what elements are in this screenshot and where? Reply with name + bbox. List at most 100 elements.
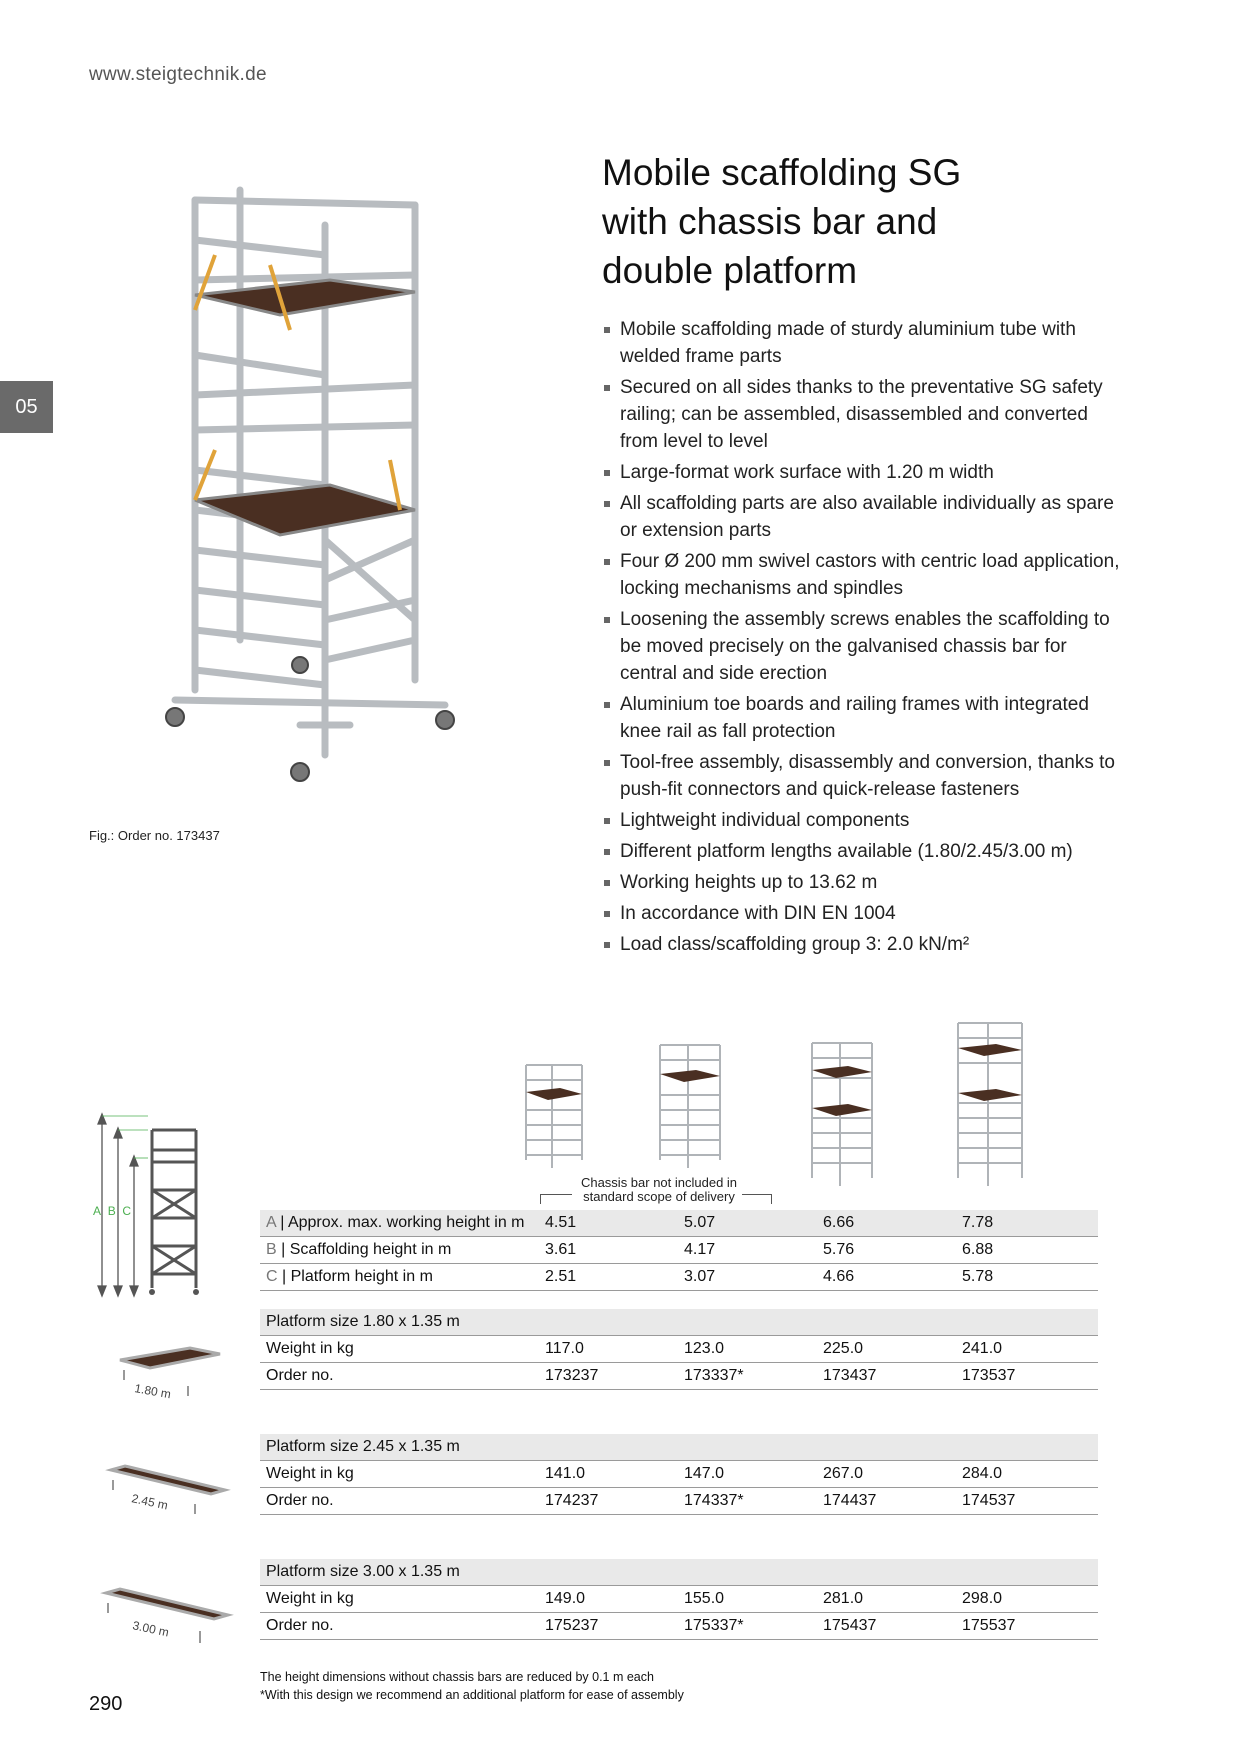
scaffold-product-image	[165, 186, 455, 782]
table-cell: 174337*	[678, 1487, 817, 1515]
table-cell: 117.0	[539, 1335, 678, 1363]
table-row: Platform size 1.80 x 1.35 m	[260, 1309, 1098, 1336]
table-cell: 123.0	[678, 1335, 817, 1363]
feature-item: Load class/scaffolding group 3: 2.0 kN/m…	[604, 931, 1124, 958]
feature-list: Mobile scaffolding made of sturdy alumin…	[604, 316, 1124, 962]
table-cell: 173437	[817, 1362, 956, 1390]
platform-180-image: 1.80 m	[119, 1346, 221, 1400]
row-label: Order no.	[260, 1362, 539, 1390]
dimension-label-a: A	[93, 1204, 102, 1218]
table-row: Order no. 175237 175337* 175437 175537	[260, 1612, 1098, 1640]
table-cell: 174437	[817, 1487, 956, 1515]
table-cell: 7.78	[956, 1210, 1098, 1237]
footnote: *With this design we recommend an additi…	[260, 1688, 684, 1702]
table-cell: 175537	[956, 1612, 1098, 1640]
table-cell: 155.0	[678, 1585, 817, 1613]
table-row: Weight in kg 141.0 147.0 267.0 284.0	[260, 1460, 1098, 1488]
page-title: Mobile scaffolding SG with chassis bar a…	[602, 148, 961, 295]
dimension-label-c: C	[122, 1204, 132, 1218]
chassis-note-line: standard scope of delivery	[583, 1189, 735, 1204]
feature-item: Large-format work surface with 1.20 m wi…	[604, 459, 1124, 486]
row-label: Weight in kg	[260, 1460, 539, 1488]
table-row: Weight in kg 117.0 123.0 225.0 241.0	[260, 1335, 1098, 1363]
row-label: B | Scaffolding height in m	[260, 1236, 539, 1264]
row-label: A | Approx. max. working height in m	[260, 1210, 539, 1237]
table-row: A | Approx. max. working height in m 4.5…	[260, 1210, 1098, 1237]
table-cell: 3.61	[539, 1236, 678, 1264]
website-url: www.steigtechnik.de	[89, 64, 267, 85]
table-cell: 173337*	[678, 1362, 817, 1390]
dimension-labels: A B C	[93, 1204, 131, 1218]
row-label: Weight in kg	[260, 1335, 539, 1363]
feature-item: Working heights up to 13.62 m	[604, 869, 1124, 896]
platform-size-label: Platform size 3.00 x 1.35 m	[260, 1559, 1098, 1586]
table-row: B | Scaffolding height in m 3.61 4.17 5.…	[260, 1236, 1098, 1264]
platform-size-label: Platform size 2.45 x 1.35 m	[260, 1434, 1098, 1461]
table-cell: 284.0	[956, 1460, 1098, 1488]
table-cell: 149.0	[539, 1585, 678, 1613]
table-cell: 3.07	[678, 1263, 817, 1291]
table-cell: 5.07	[678, 1210, 817, 1237]
table-cell: 281.0	[817, 1585, 956, 1613]
table-cell: 175237	[539, 1612, 678, 1640]
table-row: C | Platform height in m 2.51 3.07 4.66 …	[260, 1263, 1098, 1291]
platform-table-300: Platform size 3.00 x 1.35 m Weight in kg…	[260, 1559, 1098, 1640]
feature-item: In accordance with DIN EN 1004	[604, 900, 1124, 927]
platform-table-245: Platform size 2.45 x 1.35 m Weight in kg…	[260, 1434, 1098, 1515]
note-bracket-right-tick	[771, 1194, 772, 1204]
table-cell: 5.78	[956, 1263, 1098, 1291]
row-label: Order no.	[260, 1612, 539, 1640]
table-cell: 298.0	[956, 1585, 1098, 1613]
feature-item: Different platform lengths available (1.…	[604, 838, 1124, 865]
platform-length-label: 1.80 m	[133, 1381, 172, 1400]
feature-item: Tool-free assembly, disassembly and conv…	[604, 749, 1124, 803]
table-cell: 174537	[956, 1487, 1098, 1515]
table-cell: 225.0	[817, 1335, 956, 1363]
scaffold-variant-1-image	[525, 1064, 583, 1168]
page-number: 290	[89, 1693, 123, 1715]
feature-item: All scaffolding parts are also available…	[604, 490, 1124, 544]
table-cell: 4.66	[817, 1263, 956, 1291]
table-row: Order no. 173237 173337* 173437 173537	[260, 1362, 1098, 1390]
platform-300-image: 3.00 m	[100, 1587, 234, 1643]
table-cell: 141.0	[539, 1460, 678, 1488]
note-bracket-right	[742, 1194, 772, 1195]
figure-caption: Fig.: Order no. 173437	[89, 828, 220, 843]
feature-item: Secured on all sides thanks to the preve…	[604, 374, 1124, 455]
section-tab: 05	[0, 381, 53, 433]
table-row: Weight in kg 149.0 155.0 281.0 298.0	[260, 1585, 1098, 1613]
table-cell: 147.0	[678, 1460, 817, 1488]
platform-table-180: Platform size 1.80 x 1.35 m Weight in kg…	[260, 1309, 1098, 1390]
table-cell: 4.51	[539, 1210, 678, 1237]
dimension-label-b: B	[107, 1204, 116, 1218]
table-cell: 173237	[539, 1362, 678, 1390]
table-cell: 5.76	[817, 1236, 956, 1264]
row-label: C | Platform height in m	[260, 1263, 539, 1291]
row-label: Weight in kg	[260, 1585, 539, 1613]
table-cell: 6.66	[817, 1210, 956, 1237]
note-bracket-left-tick	[540, 1194, 541, 1204]
feature-item: Loosening the assembly screws enables th…	[604, 606, 1124, 687]
platform-size-label: Platform size 1.80 x 1.35 m	[260, 1309, 1098, 1336]
feature-item: Four Ø 200 mm swivel castors with centri…	[604, 548, 1124, 602]
table-cell: 175337*	[678, 1612, 817, 1640]
table-cell: 241.0	[956, 1335, 1098, 1363]
feature-item: Mobile scaffolding made of sturdy alumin…	[604, 316, 1124, 370]
height-table: A | Approx. max. working height in m 4.5…	[260, 1210, 1098, 1291]
footnote: The height dimensions without chassis ba…	[260, 1670, 654, 1684]
chassis-note: Chassis bar not included in standard sco…	[534, 1176, 784, 1204]
table-row: Platform size 3.00 x 1.35 m	[260, 1559, 1098, 1586]
table-row: Platform size 2.45 x 1.35 m	[260, 1434, 1098, 1461]
feature-item: Lightweight individual components	[604, 807, 1124, 834]
row-label: Order no.	[260, 1487, 539, 1515]
table-row: Order no. 174237 174337* 174437 174537	[260, 1487, 1098, 1515]
title-line: with chassis bar and	[602, 201, 938, 242]
chassis-note-line: Chassis bar not included in	[580, 1175, 738, 1190]
dimension-diagram	[97, 1112, 199, 1298]
feature-item: Aluminium toe boards and railing frames …	[604, 691, 1124, 745]
table-cell: 175437	[817, 1612, 956, 1640]
table-cell: 173537	[956, 1362, 1098, 1390]
platform-length-label: 2.45 m	[130, 1491, 169, 1512]
table-cell: 174237	[539, 1487, 678, 1515]
table-cell: 267.0	[817, 1460, 956, 1488]
